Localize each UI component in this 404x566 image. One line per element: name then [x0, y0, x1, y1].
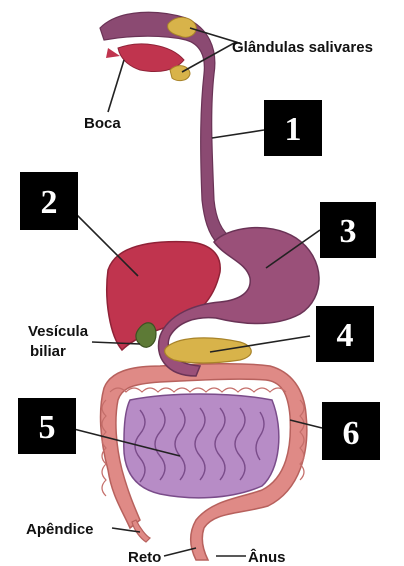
- number-box-6: 6: [322, 402, 380, 460]
- svg-text:6: 6: [343, 415, 360, 452]
- label-appendix: Apêndice: [26, 521, 94, 538]
- number-box-5: 5: [18, 398, 76, 454]
- label-rectum: Reto: [128, 549, 161, 566]
- label-salivary-glands: Glândulas salivares: [232, 39, 373, 56]
- svg-text:5: 5: [39, 409, 56, 446]
- number-box-2: 2: [20, 172, 78, 230]
- number-box-4: 4: [316, 306, 374, 362]
- number-box-1: 1: [264, 100, 322, 156]
- pancreas: [165, 338, 252, 363]
- svg-text:3: 3: [340, 213, 357, 250]
- svg-text:1: 1: [285, 111, 302, 148]
- svg-text:2: 2: [41, 184, 58, 221]
- small-intestine: [124, 394, 279, 498]
- label-mouth: Boca: [84, 115, 121, 132]
- label-anus: Ânus: [248, 548, 286, 566]
- number-box-3: 3: [320, 202, 376, 258]
- label-gallbladder-line2: biliar: [30, 343, 66, 360]
- svg-text:4: 4: [337, 317, 354, 354]
- label-gallbladder-line1: Vesícula: [28, 323, 89, 340]
